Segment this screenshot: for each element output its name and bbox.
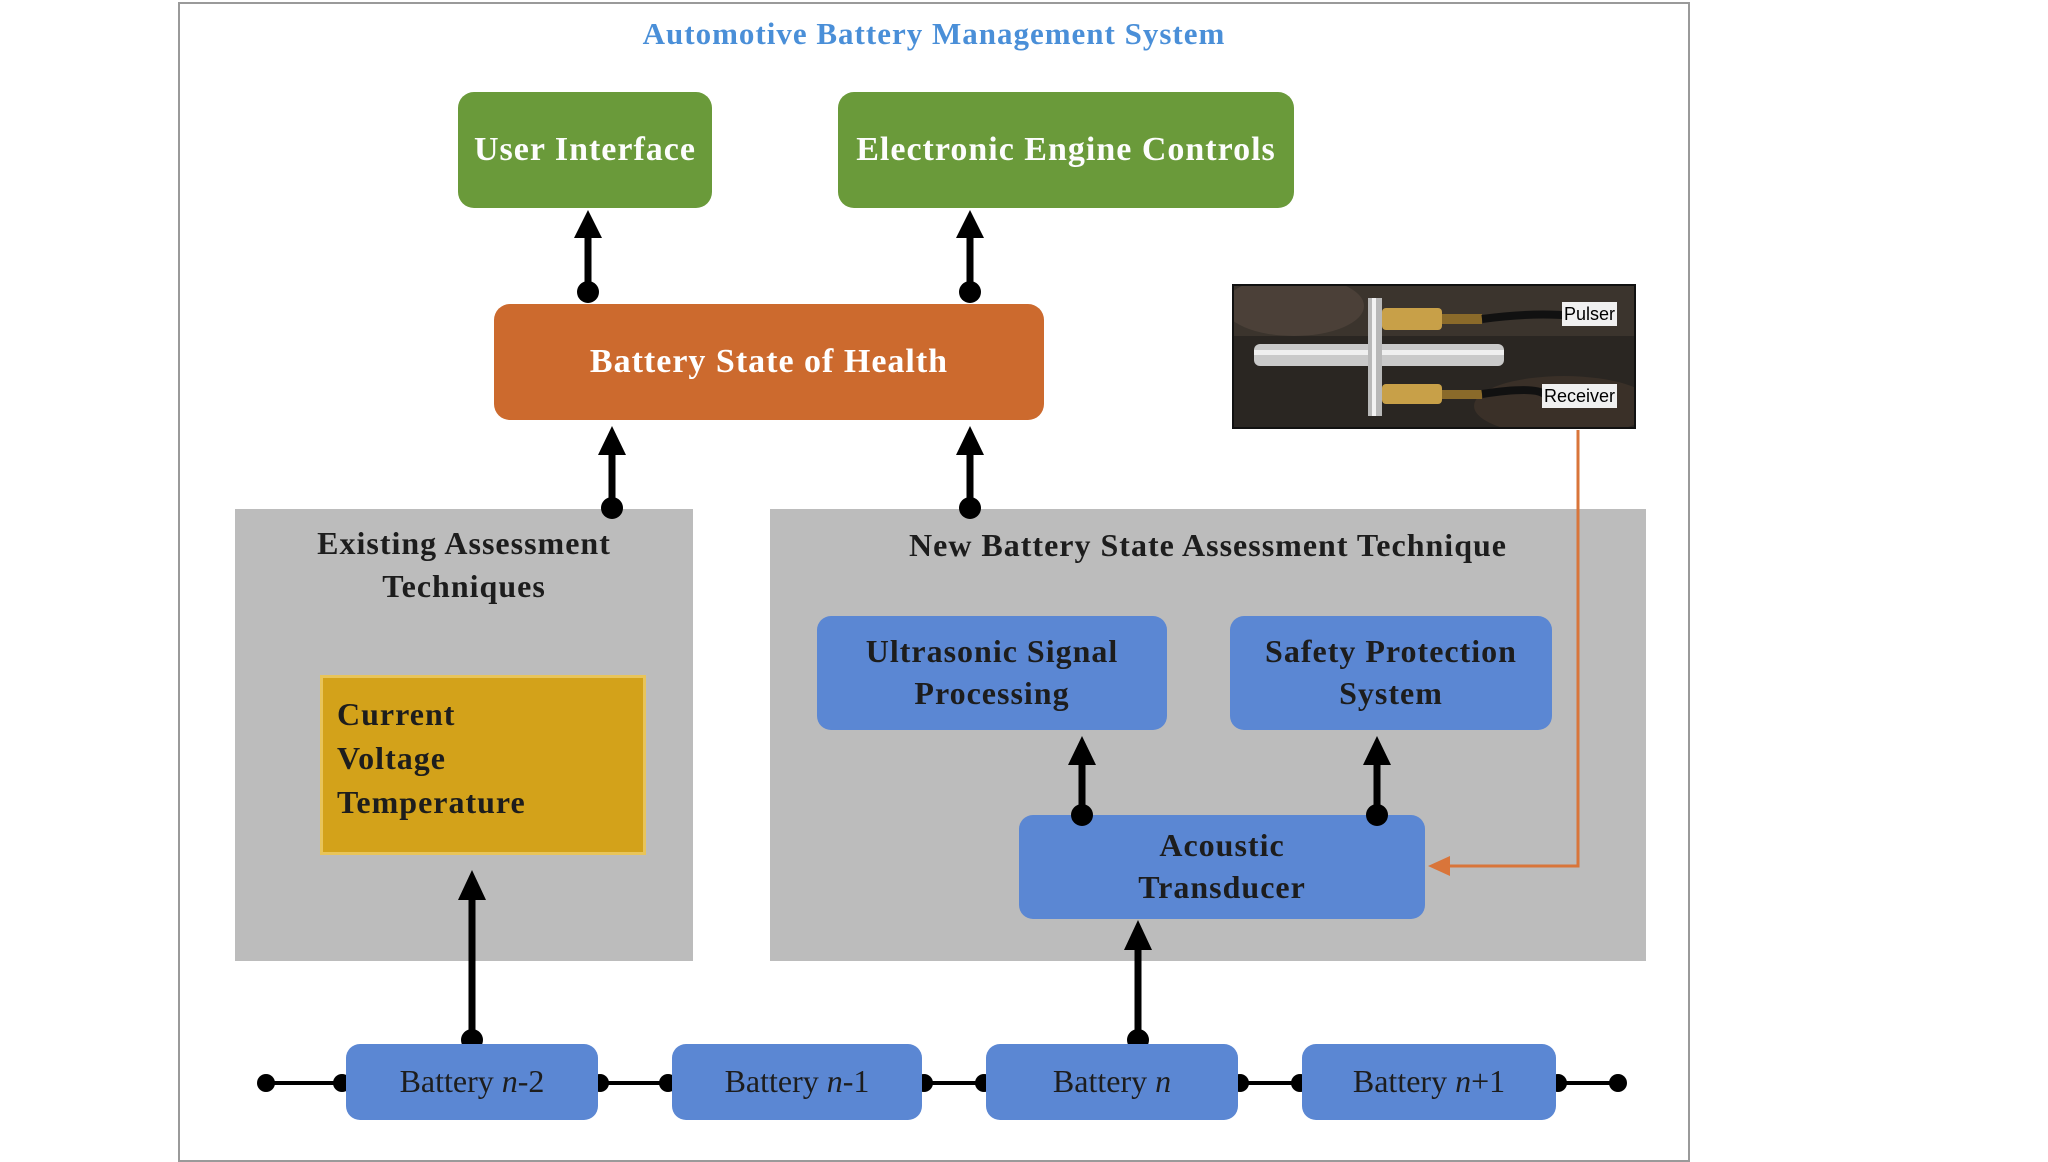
battery-cell: Battery n-1 xyxy=(672,1044,922,1120)
safety-line1: Safety Protection xyxy=(1265,633,1517,670)
ultrasonic-processing-box: Ultrasonic Signal Processing xyxy=(817,616,1167,730)
user-interface-label: User Interface xyxy=(473,130,696,168)
measure-temperature: Temperature xyxy=(337,784,526,821)
measure-voltage: Voltage xyxy=(337,740,446,777)
measurements-box: Current Voltage Temperature xyxy=(320,675,646,855)
battery-suffix: +1 xyxy=(1471,1063,1506,1100)
existing-heading-line2: Techniques xyxy=(382,568,546,605)
battery-suffix: -2 xyxy=(517,1063,545,1100)
battery-cell: Battery n xyxy=(986,1044,1238,1120)
battery-index: n xyxy=(1155,1063,1172,1100)
battery-label: Battery xyxy=(1352,1063,1456,1100)
acoustic-transducer-box: Acoustic Transducer xyxy=(1019,815,1425,919)
pulser-label: Pulser xyxy=(1562,302,1618,326)
acoustic-line2: Transducer xyxy=(1138,869,1306,905)
engine-controls-label: Electronic Engine Controls xyxy=(856,130,1276,168)
chain-terminal-right xyxy=(1609,1074,1627,1092)
safety-line2: System xyxy=(1339,675,1443,711)
photo-connector xyxy=(1428,430,1580,876)
battery-index: n xyxy=(501,1063,518,1100)
existing-techniques-heading: Existing Assessment Techniques xyxy=(235,522,693,608)
black-arrows xyxy=(458,210,1391,1051)
safety-protection-box: Safety Protection System xyxy=(1230,616,1552,730)
battery-label: Battery xyxy=(1052,1063,1156,1100)
ultrasonic-line2: Processing xyxy=(914,675,1070,711)
engine-controls-box: Electronic Engine Controls xyxy=(838,92,1294,208)
battery-suffix: -1 xyxy=(842,1063,870,1100)
measure-current: Current xyxy=(337,696,456,732)
battery-cell: Battery n-2 xyxy=(346,1044,598,1120)
battery-soh-label: Battery State of Health xyxy=(589,342,949,380)
user-interface-box: User Interface xyxy=(458,92,712,208)
battery-label: Battery xyxy=(399,1063,502,1100)
chain-terminal-left xyxy=(257,1074,275,1092)
battery-label: Battery xyxy=(724,1063,827,1100)
battery-index: n xyxy=(1455,1063,1472,1100)
battery-soh-box: Battery State of Health xyxy=(494,304,1044,420)
acoustic-line1: Acoustic xyxy=(1159,827,1285,864)
existing-heading-line1: Existing Assessment xyxy=(317,525,611,561)
diagram-title: Automotive Battery Management System xyxy=(642,16,1226,51)
battery-cell: Battery n+1 xyxy=(1302,1044,1556,1120)
new-technique-heading: New Battery State Assessment Technique xyxy=(909,527,1507,563)
transducer-photo: Pulser Receiver xyxy=(1232,284,1636,429)
receiver-label: Receiver xyxy=(1542,384,1618,408)
ultrasonic-line1: Ultrasonic Signal xyxy=(865,633,1119,670)
battery-index: n xyxy=(826,1063,843,1100)
